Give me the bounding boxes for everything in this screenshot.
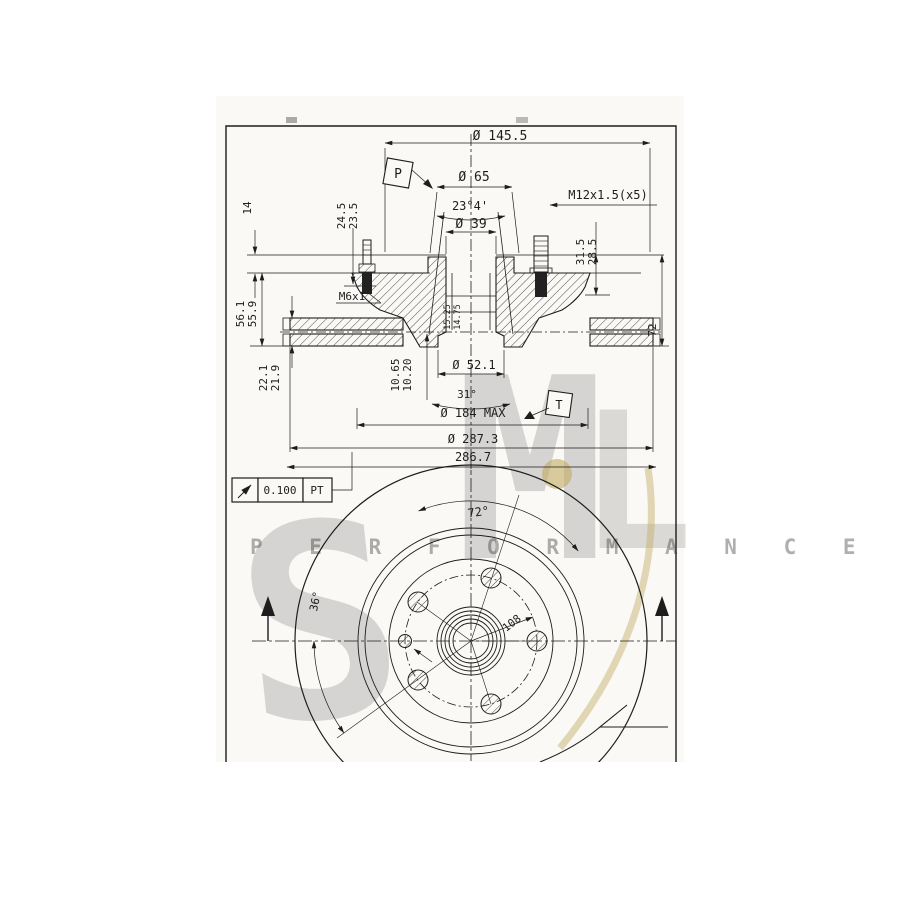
dimension-label: 72 <box>646 323 659 336</box>
dimension-label: PT <box>310 484 324 497</box>
dimension-label: 36° <box>307 590 324 612</box>
bolt-holes <box>407 567 548 715</box>
dimension-label: 23°4' <box>452 199 488 213</box>
dimension-label: T <box>555 398 562 412</box>
dimension-label: 21.9 <box>269 365 282 392</box>
friction-band-right <box>589 317 661 347</box>
hat-section-left <box>351 256 447 348</box>
front-view <box>252 455 676 762</box>
registration-mark <box>286 117 297 123</box>
dimension-label: P <box>394 167 402 182</box>
friction-band-left <box>282 317 404 347</box>
section-arrows <box>261 596 669 641</box>
dimension-label: M6x1 <box>339 290 366 303</box>
section-view <box>247 134 669 472</box>
dimension-label: 31.5 <box>574 239 587 266</box>
dimension-label: Ø 39 <box>455 217 486 232</box>
dimension-label: Ø 184 MAX <box>440 406 506 420</box>
dimension-label: 15.25 <box>443 304 453 330</box>
watermark-olive-swoosh <box>557 467 655 751</box>
dimension-label: 55.9 <box>246 301 259 328</box>
runout-control-frame <box>231 452 353 503</box>
runout-icon <box>237 484 252 499</box>
hat-section-right <box>495 256 591 348</box>
dimension-label: 28.5 <box>586 239 599 266</box>
dimension-label: M12x1.5(x5) <box>568 188 647 202</box>
watermark-tagline: P E R F O R M A N C E <box>250 535 873 559</box>
dimension-label: Ø 52.1 <box>452 358 495 372</box>
flag-t <box>524 389 574 419</box>
dimension-label: 286.7 <box>455 450 491 464</box>
watermark-olive-dot <box>542 459 572 489</box>
paper-background <box>216 96 684 762</box>
break-outline <box>539 704 668 762</box>
watermark-letter-s: S <box>224 461 417 788</box>
wheel-stud-m12 <box>529 235 553 297</box>
dimension-label: 10.65 <box>389 358 402 391</box>
set-screw-m6 <box>358 239 376 294</box>
dimension-label: 23.5 <box>347 203 360 230</box>
registration-mark <box>516 117 528 123</box>
dimension-label: 31° <box>457 388 477 401</box>
dimension-label: 14.75 <box>453 304 463 330</box>
dimension-label: 24.5 <box>335 203 348 230</box>
dimension-label: 10.20 <box>401 358 414 391</box>
hub-bore-details <box>428 211 514 335</box>
dimension-label: 14 <box>241 201 254 215</box>
dimension-label: Ø 145.5 <box>473 129 528 144</box>
dimension-label: 22.1 <box>257 365 270 392</box>
disc-outer-circle <box>294 464 648 762</box>
front-dimensions <box>311 500 579 734</box>
dimension-label: 56.1 <box>234 301 247 328</box>
dimension-label: Ø 287.3 <box>448 432 499 446</box>
locating-hole-m6 <box>398 634 412 648</box>
dimension-label: Ø 65 <box>458 170 489 185</box>
flag-p <box>382 157 433 189</box>
dimension-label: 0.100 <box>263 484 296 497</box>
dimension-label: 72° <box>467 504 490 521</box>
sheet-border <box>225 125 677 762</box>
watermark-letter-l: L <box>579 372 693 593</box>
section-dimensions <box>250 140 669 470</box>
